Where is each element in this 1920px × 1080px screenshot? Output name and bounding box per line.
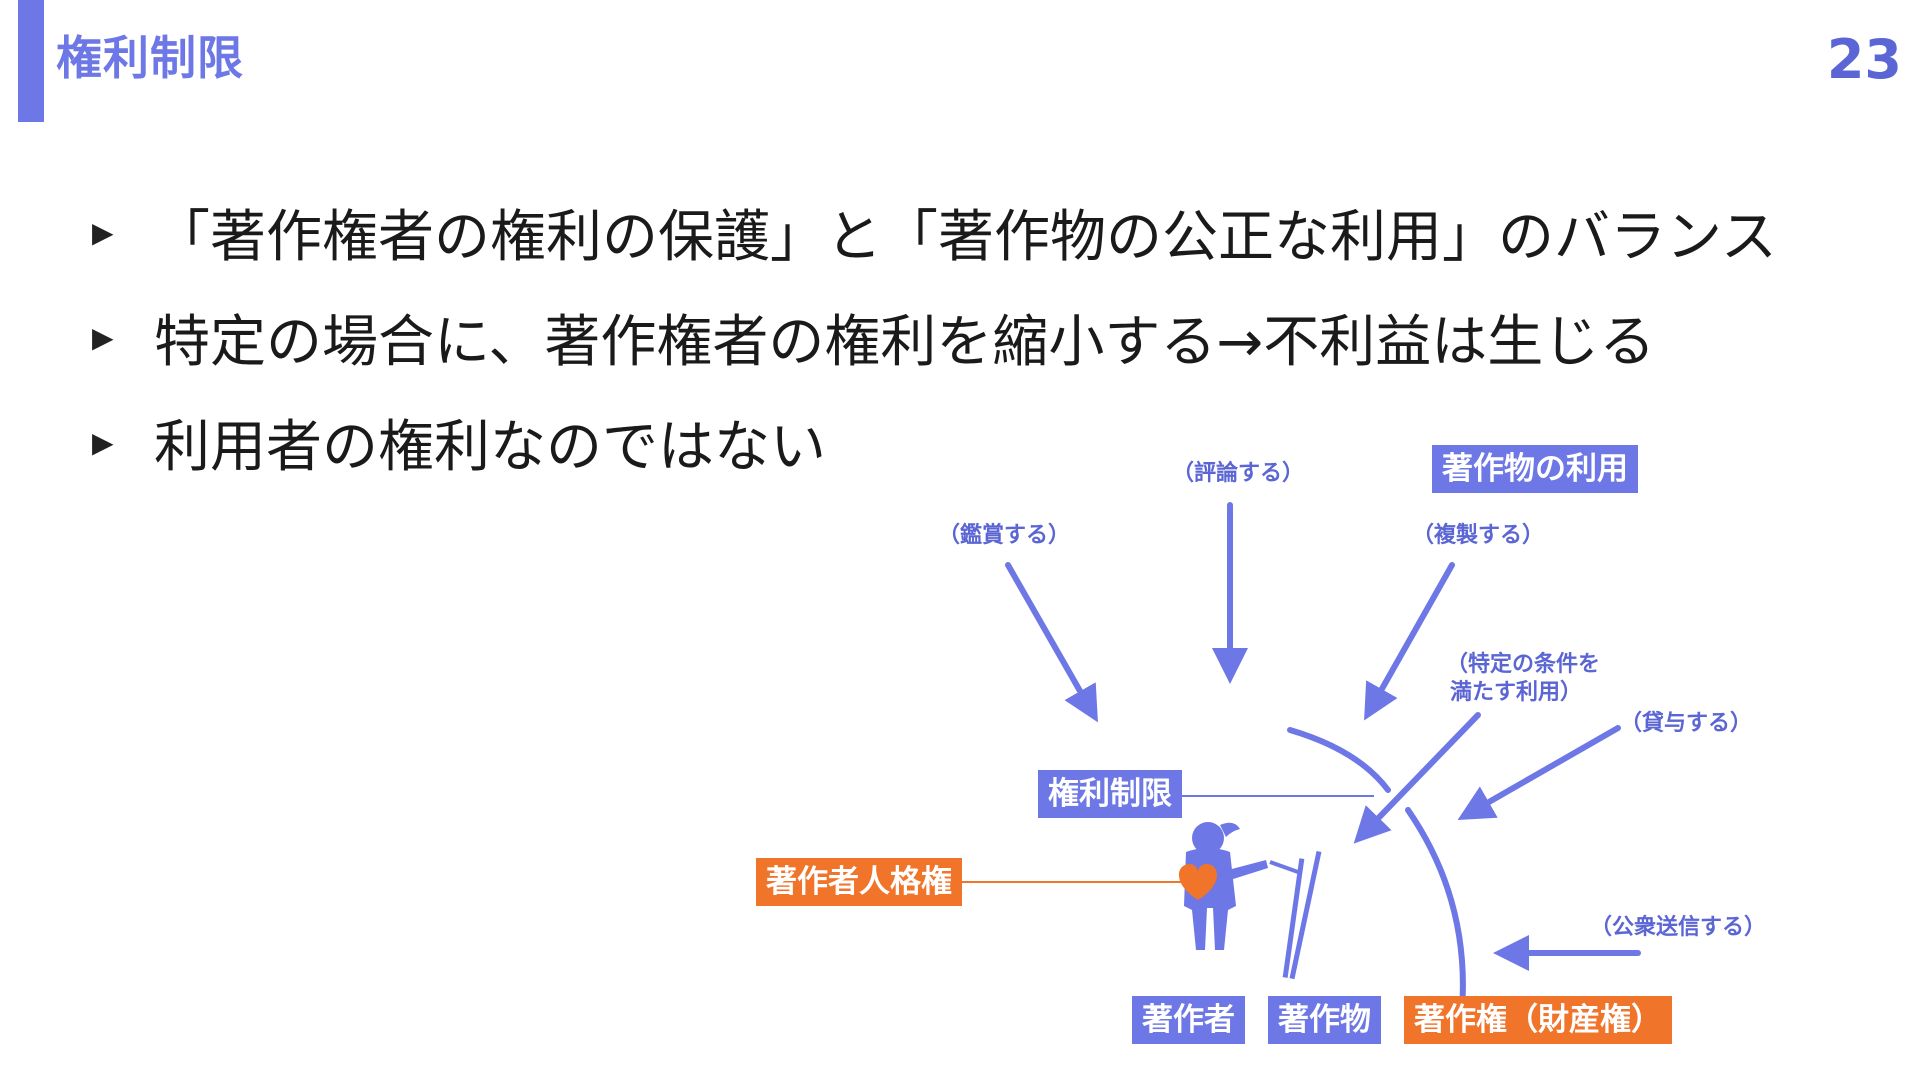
property-rights-label: 著作権（財産権）: [1404, 996, 1672, 1044]
action-appreciate: （鑑賞する）: [938, 523, 1071, 548]
bullet-text: 特定の場合に、著作権者の権利を縮小する→不利益は生じる: [154, 310, 1656, 375]
boundary-arc-upper: [1287, 727, 1391, 793]
action-copy: （複製する）: [1412, 523, 1545, 548]
bullet-item: ▶ 「著作権者の権利の保護」と「著作物の公正な利用」のバランス: [92, 180, 1777, 285]
bullet-text: 利用者の権利なのではない: [154, 415, 826, 480]
bullet-item: ▶ 特定の場合に、著作権者の権利を縮小する→不利益は生じる: [92, 285, 1777, 390]
title-accent-bar: [18, 0, 44, 122]
author-figure: [1184, 822, 1322, 980]
work-label: 著作物: [1268, 996, 1381, 1044]
action-conditional-line1: （特定の条件を: [1446, 652, 1601, 677]
triangle-bullet-icon: ▶: [92, 426, 114, 459]
action-review: （評論する）: [1172, 461, 1305, 486]
arrow-copy: [1364, 562, 1455, 721]
boundary-arc-lower: [1405, 807, 1466, 1013]
moral-rights-label: 著作者人格権: [756, 858, 962, 906]
bullet-item: ▶ 利用者の権利なのではない: [92, 390, 1777, 495]
arrow-appreciate: [1005, 562, 1098, 723]
action-transmit: （公衆送信する）: [1590, 915, 1767, 940]
bullet-list: ▶ 「著作権者の権利の保護」と「著作物の公正な利用」のバランス ▶ 特定の場合に…: [92, 180, 1777, 495]
page-number: 23: [1826, 28, 1902, 91]
restriction-label: 権利制限: [1038, 770, 1182, 818]
bullet-text: 「著作権者の権利の保護」と「著作物の公正な利用」のバランス: [154, 205, 1777, 270]
arrow-conditional: [1353, 712, 1481, 844]
author-label: 著作者: [1132, 996, 1245, 1044]
arrow-lend: [1457, 725, 1621, 820]
slide-title: 権利制限: [56, 31, 244, 85]
heart-icon: [1178, 864, 1218, 900]
diagram-heading: 著作物の利用: [1432, 445, 1638, 493]
triangle-bullet-icon: ▶: [92, 321, 114, 354]
action-conditional-line2: 満たす利用）: [1450, 680, 1583, 705]
triangle-bullet-icon: ▶: [92, 216, 114, 249]
action-lend: （貸与する）: [1620, 711, 1753, 736]
